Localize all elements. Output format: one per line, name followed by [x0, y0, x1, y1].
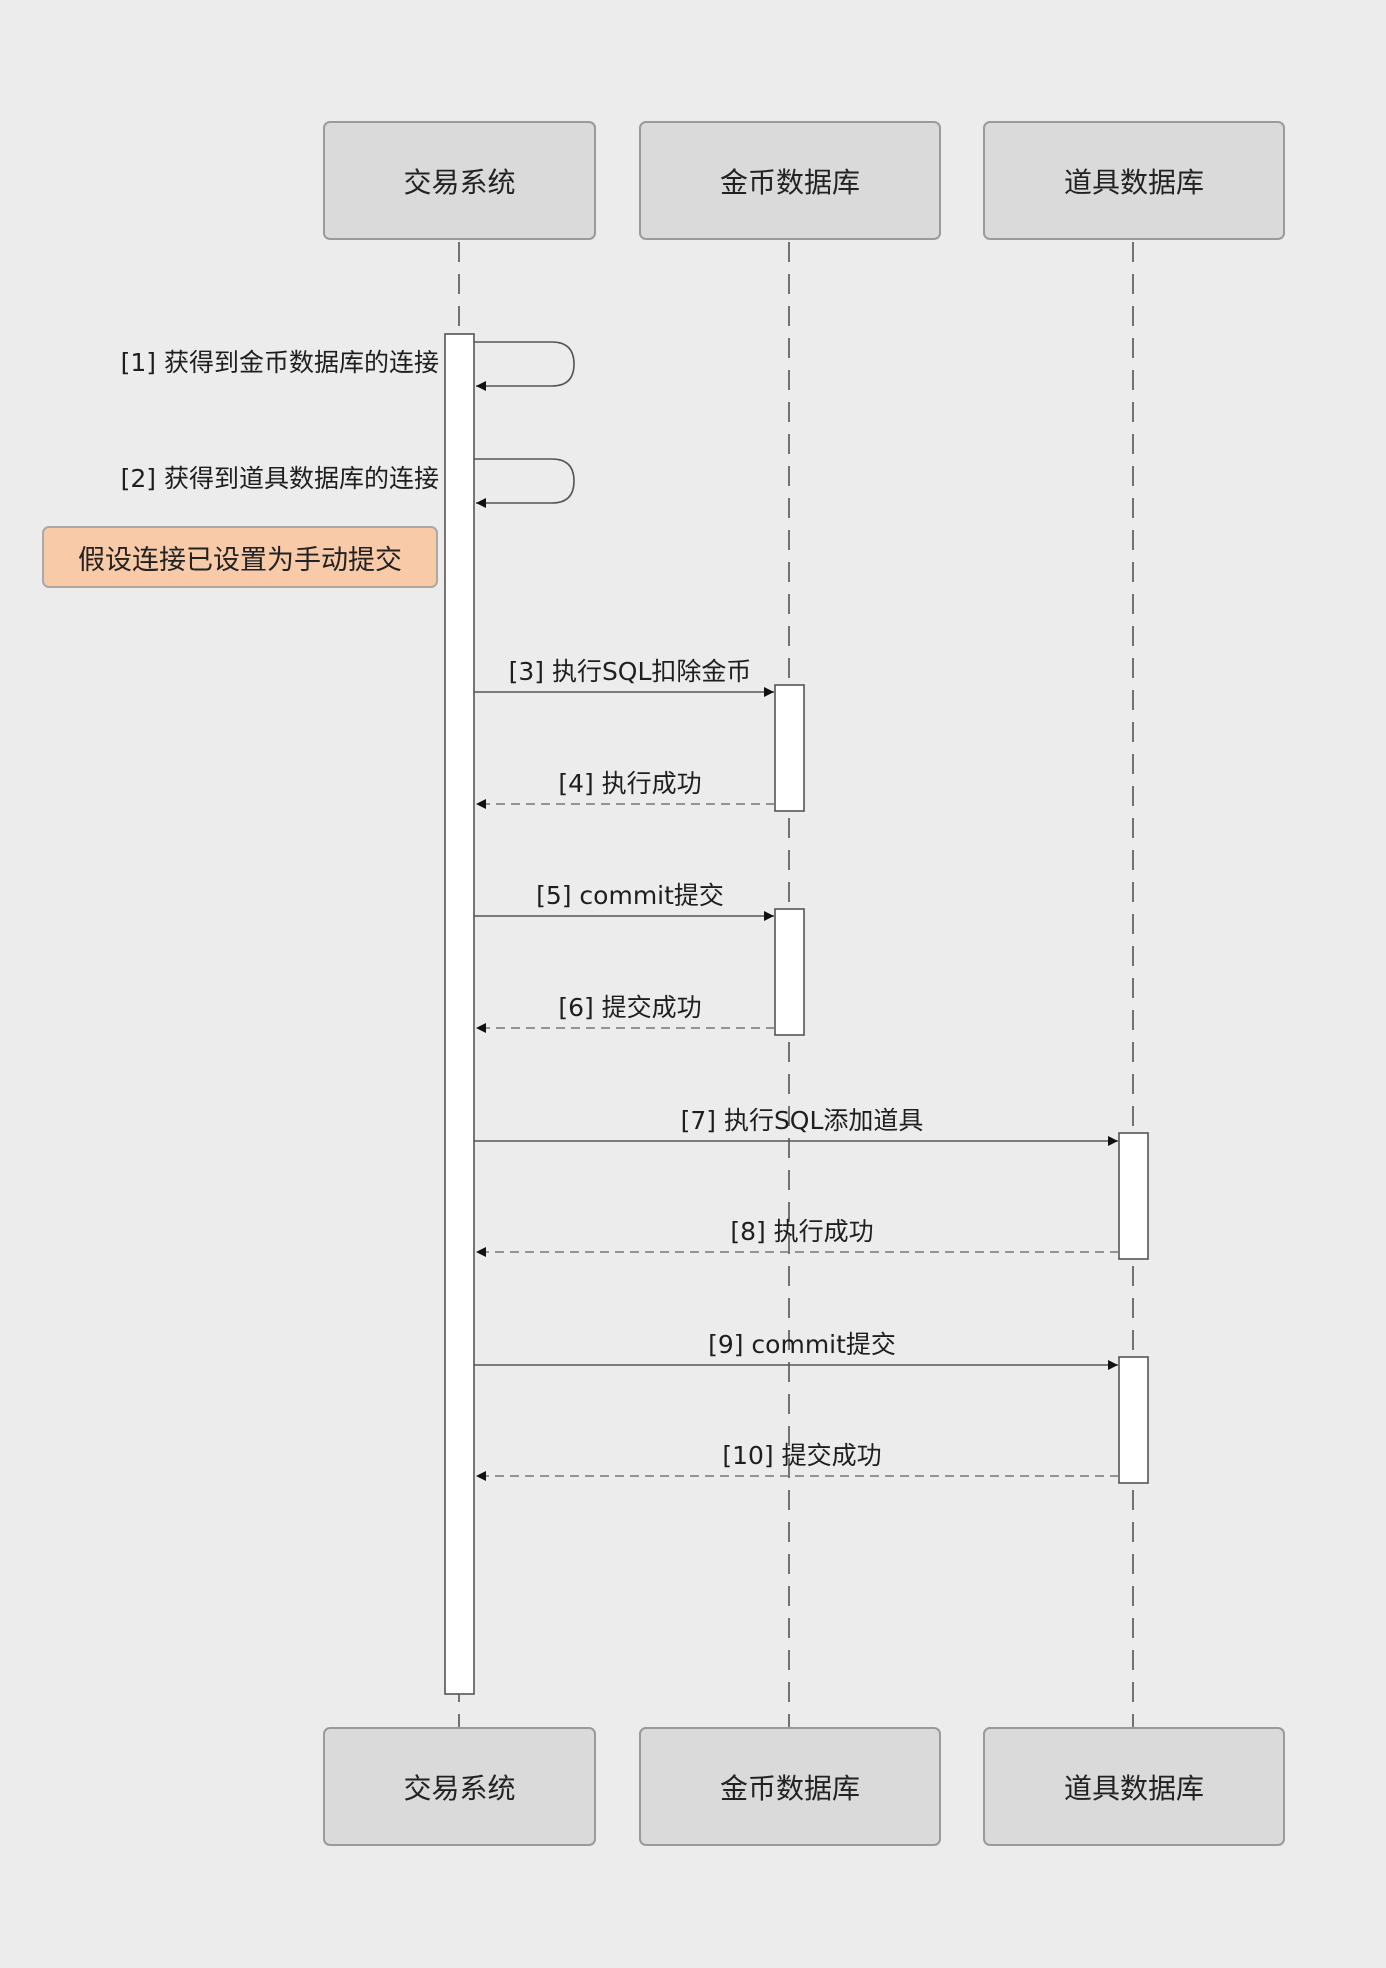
message-label-6: [6] 提交成功 — [558, 993, 702, 1022]
message-arrow-2 — [474, 458, 575, 508]
message-label-2: [2] 获得到道具数据库的连接 — [120, 464, 439, 493]
activation-trade — [444, 333, 475, 1695]
participant-trade-top: 交易系统 — [323, 121, 596, 240]
activation-item-2 — [1118, 1356, 1149, 1484]
message-label-7: [7] 执行SQL添加道具 — [680, 1106, 924, 1135]
message-label-9: [9] commit提交 — [708, 1330, 896, 1359]
message-label-4: [4] 执行成功 — [558, 769, 702, 798]
message-arrow-1 — [474, 341, 575, 391]
message-label-10: [10] 提交成功 — [722, 1441, 882, 1470]
participant-item-bottom: 道具数据库 — [983, 1727, 1285, 1846]
participant-gold-bottom: 金币数据库 — [639, 1727, 941, 1846]
activation-gold-2 — [774, 908, 805, 1036]
activation-gold-1 — [774, 684, 805, 812]
participant-item-top: 道具数据库 — [983, 121, 1285, 240]
message-label-3: [3] 执行SQL扣除金币 — [508, 657, 752, 686]
message-label-1: [1] 获得到金币数据库的连接 — [120, 348, 439, 377]
note: 假设连接已设置为手动提交 — [42, 526, 438, 588]
activation-item-1 — [1118, 1132, 1149, 1260]
participant-trade-bottom: 交易系统 — [323, 1727, 596, 1846]
participant-gold-top: 金币数据库 — [639, 121, 941, 240]
message-label-5: [5] commit提交 — [536, 881, 724, 910]
message-label-8: [8] 执行成功 — [730, 1217, 874, 1246]
